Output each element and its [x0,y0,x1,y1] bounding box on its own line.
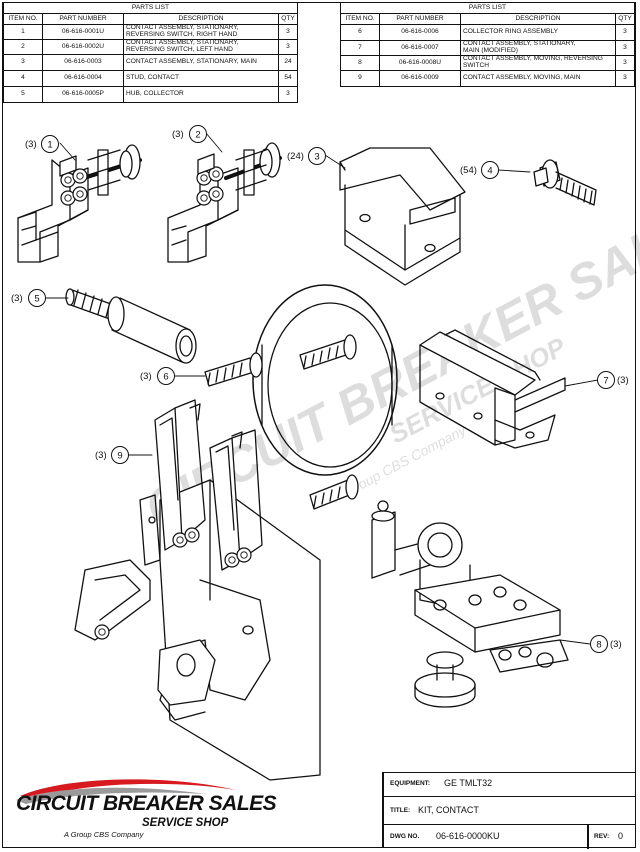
parts-list-right: PARTS LIST ITEM NO. PART NUMBER DESCRIPT… [340,3,635,87]
svg-text:(3): (3) [11,293,23,304]
callout-8: 8 (3) [590,635,622,653]
title-block: EQUIPMENT: GE TMLT32 TITLE: KIT, CONTACT… [382,772,636,849]
item-no: 5 [3,86,43,103]
part-8-contact-assembly-moving-reversing-switch [371,500,569,708]
callout-3: (24) 3 [287,147,326,165]
callout-7: 7 (3) [597,371,629,389]
svg-text:9: 9 [117,451,122,462]
part-6-collector-ring-assembly [204,284,398,510]
dwg-no-label: DWG NO. [390,833,420,840]
logo-tagline: A Group CBS Company [64,830,144,839]
table-row: 9 06-616-0009 CONTACT ASSEMBLY, MOVING, … [340,70,635,87]
svg-text:4: 4 [487,166,492,177]
svg-text:(3): (3) [25,139,37,150]
part-7-contact-assembly-stationary-modified [419,329,566,449]
logo-swoosh-icon [16,779,236,804]
dwg-no-value: 06-616-0000KU [436,831,500,841]
callout-5: (3) 5 [11,289,46,307]
qty: 3 [615,70,635,87]
callout-1: (3) 1 [25,135,59,153]
part-1-contact-assembly-right-hand [17,144,142,263]
svg-text:7: 7 [603,376,608,387]
table-row: 5 06-616-0005P HUB, COLLECTOR 3 [3,86,298,103]
svg-text:6: 6 [163,372,168,383]
part-4-stud-contact [533,159,597,206]
table-row: 1 06-616-0001U CONTACT ASSEMBLY, STATION… [3,24,298,40]
callout-9: (3) 9 [95,446,129,464]
description: CONTACT ASSEMBLY, MOVING, MAIN [460,70,616,87]
callout-2: (3) 2 [172,125,207,143]
table-row: 4 06-616-0004 STUD, CONTACT 54 [3,70,298,87]
svg-text:(3): (3) [617,375,629,386]
part-2-contact-assembly-left-hand [167,142,282,263]
callout-6: (3) 6 [140,367,175,385]
table-row: 2 06-616-0002U CONTACT ASSEMBLY, STATION… [3,39,298,55]
equipment-value: GE TMLT32 [444,778,493,788]
svg-text:(54): (54) [460,165,477,176]
callout-4: (54) 4 [460,161,499,179]
item-no: 9 [340,70,380,87]
drawing-number-row: DWG NO. 06-616-0000KU REV: 0 [382,824,636,849]
logo-sub-text: SERVICE SHOP [142,817,229,829]
logo-main-text: CIRCUIT BREAKER SALES [16,792,277,815]
equipment-row: EQUIPMENT: GE TMLT32 [382,772,636,796]
title-label: TITLE: [390,807,411,814]
svg-text:(3): (3) [95,450,107,461]
qty: 3 [278,86,298,103]
table-row: 8 06-616-0008U CONTACT ASSEMBLY, MOVING,… [340,55,635,71]
svg-text:(3): (3) [172,129,184,140]
rev-label: REV: [594,833,610,840]
svg-text:(3): (3) [140,371,152,382]
parts-list-left: PARTS LIST ITEM NO. PART NUMBER DESCRIPT… [3,3,298,103]
rev-value: 0 [618,831,624,841]
table-row: 3 06-616-0003 CONTACT ASSEMBLY, STATIONA… [3,54,298,71]
title-row: TITLE: KIT, CONTACT [382,796,636,824]
company-logo: CIRCUIT BREAKER SALES SERVICE SHOP A Gro… [6,776,277,846]
svg-text:(24): (24) [287,151,304,162]
description: HUB, COLLECTOR [123,86,279,103]
part-3-contact-assembly-main [339,147,466,286]
leader-lines [44,132,599,645]
part-9-contact-assembly-moving-main [74,399,321,781]
svg-text:8: 8 [596,640,601,651]
svg-text:5: 5 [34,294,39,305]
title-value: KIT, CONTACT [418,805,479,815]
part-number: 06-616-0005P [42,86,124,103]
svg-text:3: 3 [314,152,319,163]
svg-text:(3): (3) [610,639,622,650]
svg-text:1: 1 [47,140,52,151]
svg-text:2: 2 [195,130,200,141]
part-5-hub-collector [65,288,197,364]
equipment-label: EQUIPMENT: [390,780,431,787]
